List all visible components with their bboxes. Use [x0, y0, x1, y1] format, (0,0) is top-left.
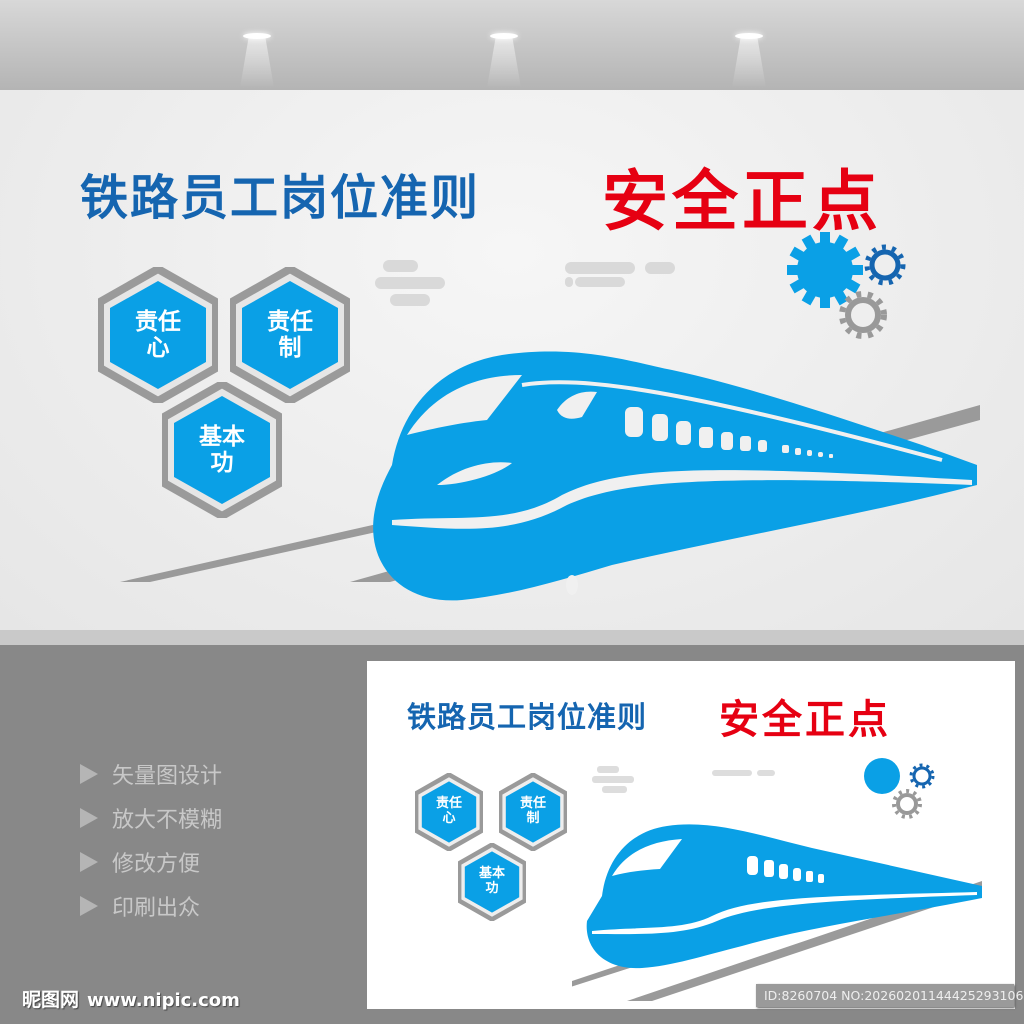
feature-label: 矢量图设计 — [112, 764, 223, 789]
feature-item: 矢量图设计 — [80, 752, 222, 796]
site-url[interactable]: www.nipic.com — [87, 990, 240, 1011]
play-triangle-icon — [80, 896, 98, 916]
hex-label-line1: 责任 — [519, 796, 546, 812]
hex-label-line1: 基本 — [199, 423, 245, 450]
light-beam — [732, 38, 766, 88]
play-triangle-icon — [80, 764, 98, 784]
gallery-wall — [0, 0, 1024, 90]
feature-list: 矢量图设计 放大不模糊 修改方便 印刷出众 — [80, 752, 222, 928]
hex-label-line2: 心 — [146, 335, 170, 361]
light-beam — [487, 38, 521, 88]
feature-item: 放大不模糊 — [80, 796, 222, 840]
train-icon — [373, 351, 978, 601]
gears-icon — [787, 232, 906, 339]
light-beam — [240, 38, 274, 88]
poster-title-red: 安全正点 — [602, 163, 882, 240]
preview-hexagon-3: 基本功 — [456, 841, 528, 923]
spotlight-icon — [490, 33, 518, 39]
hexagon-badge-responsibility-heart: 责任心 — [96, 264, 220, 406]
hex-label-line2: 制 — [526, 811, 540, 826]
hex-label-line2: 功 — [485, 881, 499, 896]
image-id-bar: ID:8260704 NO:20260201144425293106 — [756, 984, 1023, 1007]
preview-hexagon-2: 责任制 — [497, 771, 569, 853]
hex-label-line1: 责任 — [135, 308, 181, 335]
nipic-logo[interactable]: 昵图网 www.nipic.com — [22, 985, 240, 1012]
feature-label: 放大不模糊 — [112, 808, 223, 833]
hex-label-line1: 责任 — [267, 308, 313, 335]
hex-label-line1: 基本 — [478, 866, 505, 882]
spotlight-icon — [243, 33, 271, 39]
poster-preview: 铁路员工岗位准则 安全正点 责任心 责任制 基本功 — [367, 661, 1015, 1009]
feature-item: 印刷出众 — [80, 884, 222, 928]
feature-label: 修改方便 — [112, 852, 201, 877]
preview-train-graphic — [572, 758, 982, 1001]
poster-banner: 铁路员工岗位准则 安全正点 — [0, 90, 1024, 630]
spotlight-icon — [735, 33, 763, 39]
hex-label-line1: 责任 — [435, 796, 462, 812]
preview-title-blue: 铁路员工岗位准则 — [407, 700, 648, 734]
poster-title-blue: 铁路员工岗位准则 — [80, 170, 481, 226]
site-name: 昵图网 — [22, 989, 80, 1011]
feature-label: 印刷出众 — [112, 896, 201, 921]
play-triangle-icon — [80, 852, 98, 872]
hexagon-badge-basic-skills: 基本功 — [160, 379, 284, 521]
preview-hexagon-1: 责任心 — [413, 771, 485, 853]
play-triangle-icon — [80, 808, 98, 828]
preview-title-red: 安全正点 — [719, 697, 891, 743]
cloud-icon — [375, 260, 675, 306]
wall-ledge — [0, 630, 1024, 645]
hex-label-line2: 制 — [278, 335, 302, 361]
hex-label-line2: 心 — [442, 811, 456, 826]
hex-label-line2: 功 — [210, 450, 234, 476]
feature-item: 修改方便 — [80, 840, 222, 884]
hexagon-badge-responsibility-system: 责任制 — [228, 264, 352, 406]
